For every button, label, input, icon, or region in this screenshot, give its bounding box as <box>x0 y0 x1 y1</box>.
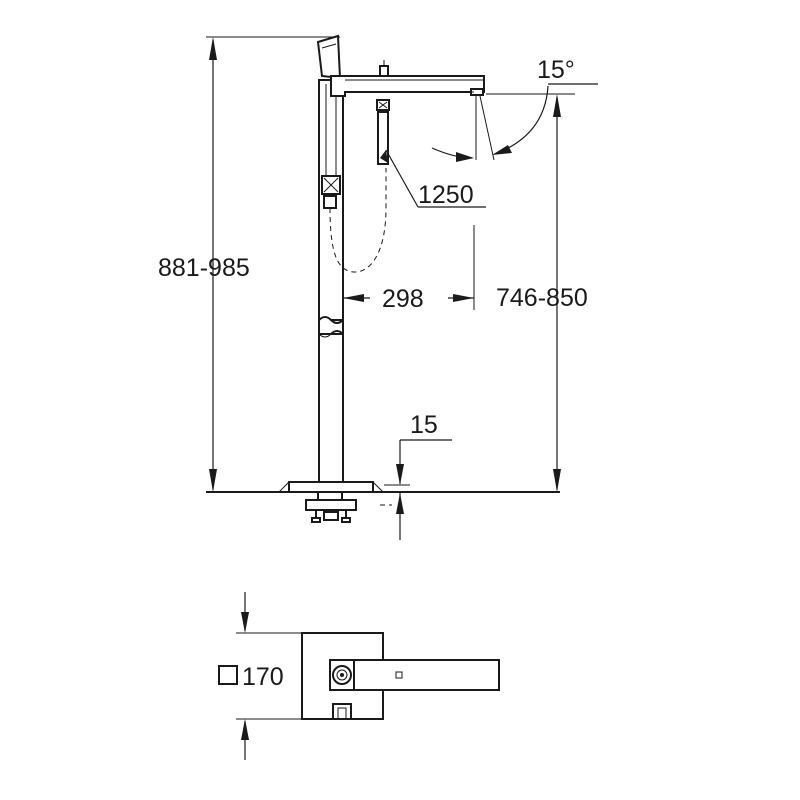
holder-top <box>332 703 352 720</box>
base-size-dimension: 170 <box>218 592 302 760</box>
spout-reach-label: 298 <box>382 285 424 313</box>
hose-length-label: 1250 <box>418 181 474 209</box>
hose-path <box>329 168 387 273</box>
overall-height-label: 881-985 <box>158 254 250 282</box>
swivel-angle-dimension: 15° <box>431 56 598 162</box>
spout-height-dimension: 746-850 <box>486 93 588 492</box>
hose-length-dimension: 1250 <box>380 149 486 209</box>
square-symbol-icon <box>218 665 238 685</box>
base-size-label: 170 <box>242 663 284 691</box>
top-view: 170 <box>218 592 500 760</box>
spout-top <box>329 659 500 691</box>
hand-shower <box>316 34 342 80</box>
base-flange <box>278 481 392 523</box>
spout-height-label: 746-850 <box>496 284 588 312</box>
floor-offset-label: 15 <box>410 411 438 439</box>
swivel-angle-label: 15° <box>537 56 575 84</box>
overall-height-dimension: 881-985 <box>158 36 340 492</box>
column-lower <box>318 330 344 485</box>
floor-offset-dimension: 15 <box>384 411 452 540</box>
side-elevation: 881-985 <box>158 34 598 540</box>
spout-reach-dimension: 298 <box>343 225 475 313</box>
spout <box>330 60 485 165</box>
